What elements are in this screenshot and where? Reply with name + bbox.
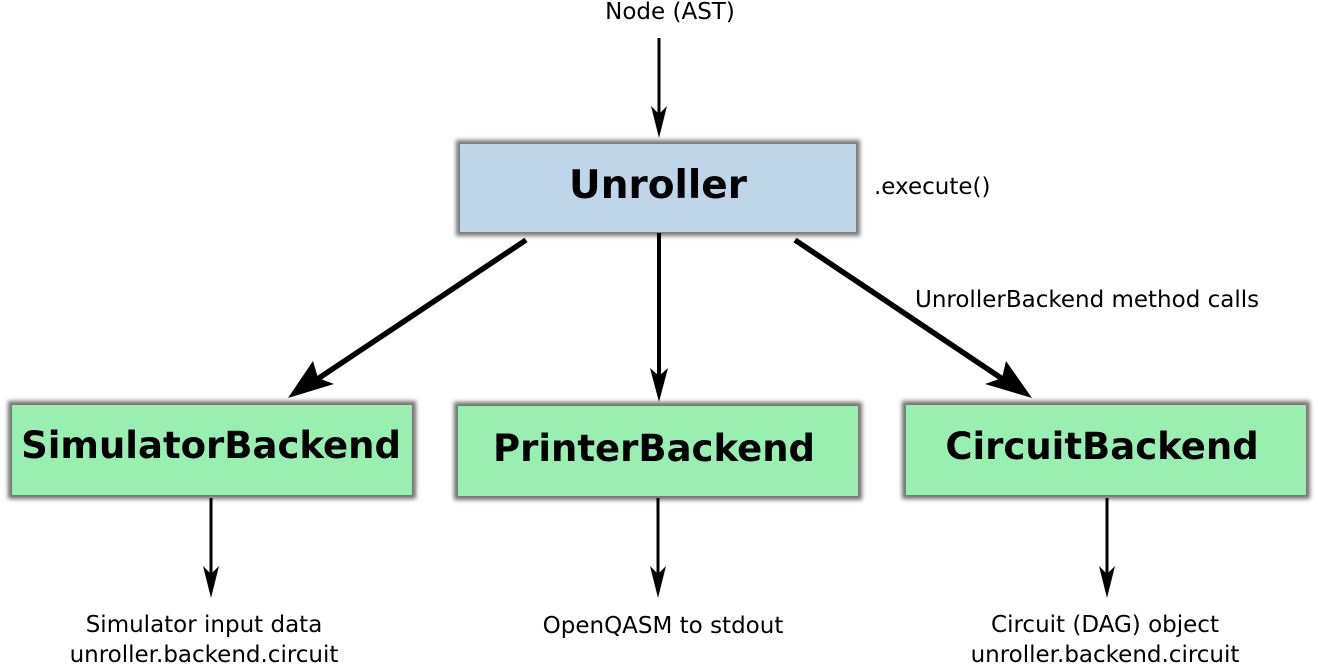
printer-backend-title: PrinterBackend [493, 427, 815, 470]
execute-label: .execute() [874, 174, 990, 200]
printer-output-line1: OpenQASM to stdout [543, 613, 784, 639]
arrow-to-printer [650, 233, 668, 402]
printer-backend-fill [458, 406, 858, 496]
unroller-box: Unroller [456, 140, 860, 236]
circuit-backend-box: CircuitBackend [902, 401, 1310, 499]
circuit-backend-title: CircuitBackend [945, 425, 1258, 468]
arrow-to-simulator [288, 237, 528, 398]
simulator-backend-fill [12, 405, 412, 495]
input-arrow [651, 38, 667, 138]
simulator-output-line2: unroller.backend.circuit [70, 642, 339, 664]
circuit-output-line2: unroller.backend.circuit [971, 642, 1240, 664]
simulator-output-line1: Simulator input data [86, 612, 323, 638]
circuit-backend-fill [906, 405, 1306, 495]
calls-label: UnrollerBackend method calls [915, 287, 1259, 313]
printer-backend-box: PrinterBackend [454, 402, 862, 500]
simulator-output-arrow [203, 498, 219, 598]
input-label: Node (AST) [605, 0, 735, 25]
simulator-backend-box: SimulatorBackend [8, 401, 416, 499]
printer-output-arrow [650, 498, 666, 598]
circuit-output-arrow [1099, 498, 1115, 598]
simulator-backend-title: SimulatorBackend [21, 424, 401, 467]
unroller-box-fill [460, 144, 856, 232]
circuit-output-line1: Circuit (DAG) object [991, 612, 1219, 638]
unroller-title: Unroller [569, 163, 748, 208]
arrow-to-circuit [793, 237, 1032, 398]
